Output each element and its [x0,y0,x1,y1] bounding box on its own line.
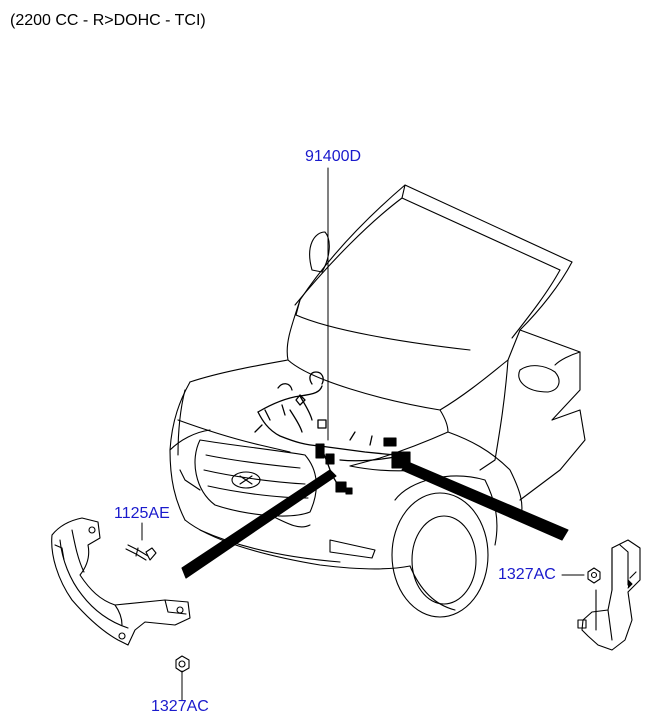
callout-91400d[interactable]: 91400D [305,148,362,165]
nut-1327ac-right [587,567,601,584]
harness-connectors [315,437,411,495]
leader-band-right [401,461,569,541]
left-harness-bracket [51,517,191,646]
callout-1327ac-bottom[interactable]: 1327AC [151,698,209,715]
vehicle-outline [169,184,586,618]
nut-1327ac-bottom [175,655,190,673]
bolt-1125ae [125,544,157,561]
callout-1327ac-right[interactable]: 1327AC [498,566,556,583]
leader-band-left [181,469,337,579]
wire-harness [254,371,401,486]
right-harness-bracket [577,539,641,651]
engine-spec-header: (2200 CC - R>DOHC - TCI) [10,12,206,29]
callout-1125ae[interactable]: 1125AE [114,505,170,522]
